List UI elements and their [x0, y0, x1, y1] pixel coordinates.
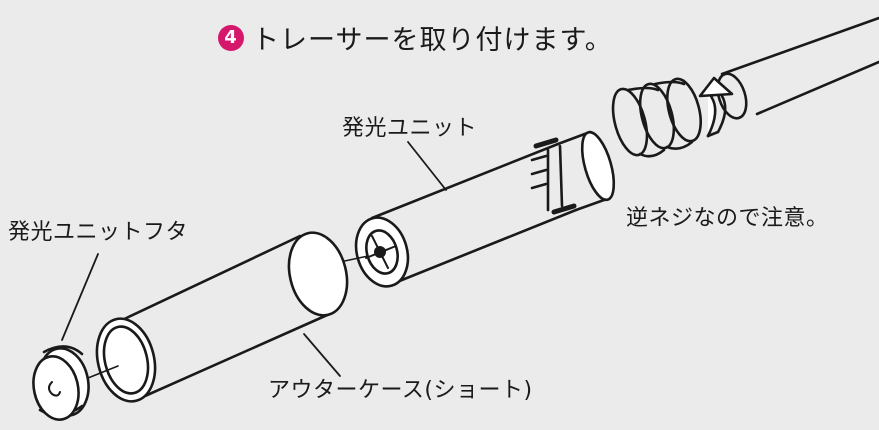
reverse-thread-note: 逆ネジなので注意。 — [626, 206, 829, 231]
leader-lines — [61, 141, 447, 377]
twist-direction-arrow-icon — [698, 76, 734, 138]
outer-case-short-label: アウターケース(ショート) — [268, 378, 533, 403]
step-title-text: トレーサーを取り付けます。 — [252, 25, 613, 56]
step-heading: 4 トレーサーを取り付けます。 — [218, 18, 613, 57]
outer-case-short — [95, 231, 349, 403]
emitter-unit-cap — [32, 345, 119, 421]
emitter-unit-label: 発光ユニット — [342, 116, 478, 141]
reverse-thread-spring-icon — [611, 77, 702, 158]
step-number-badge: 4 — [218, 24, 244, 51]
emitter-unit — [339, 130, 616, 288]
rod-section — [716, 16, 879, 120]
emitter-unit-cap-label: 発光ユニットフタ — [8, 220, 189, 245]
